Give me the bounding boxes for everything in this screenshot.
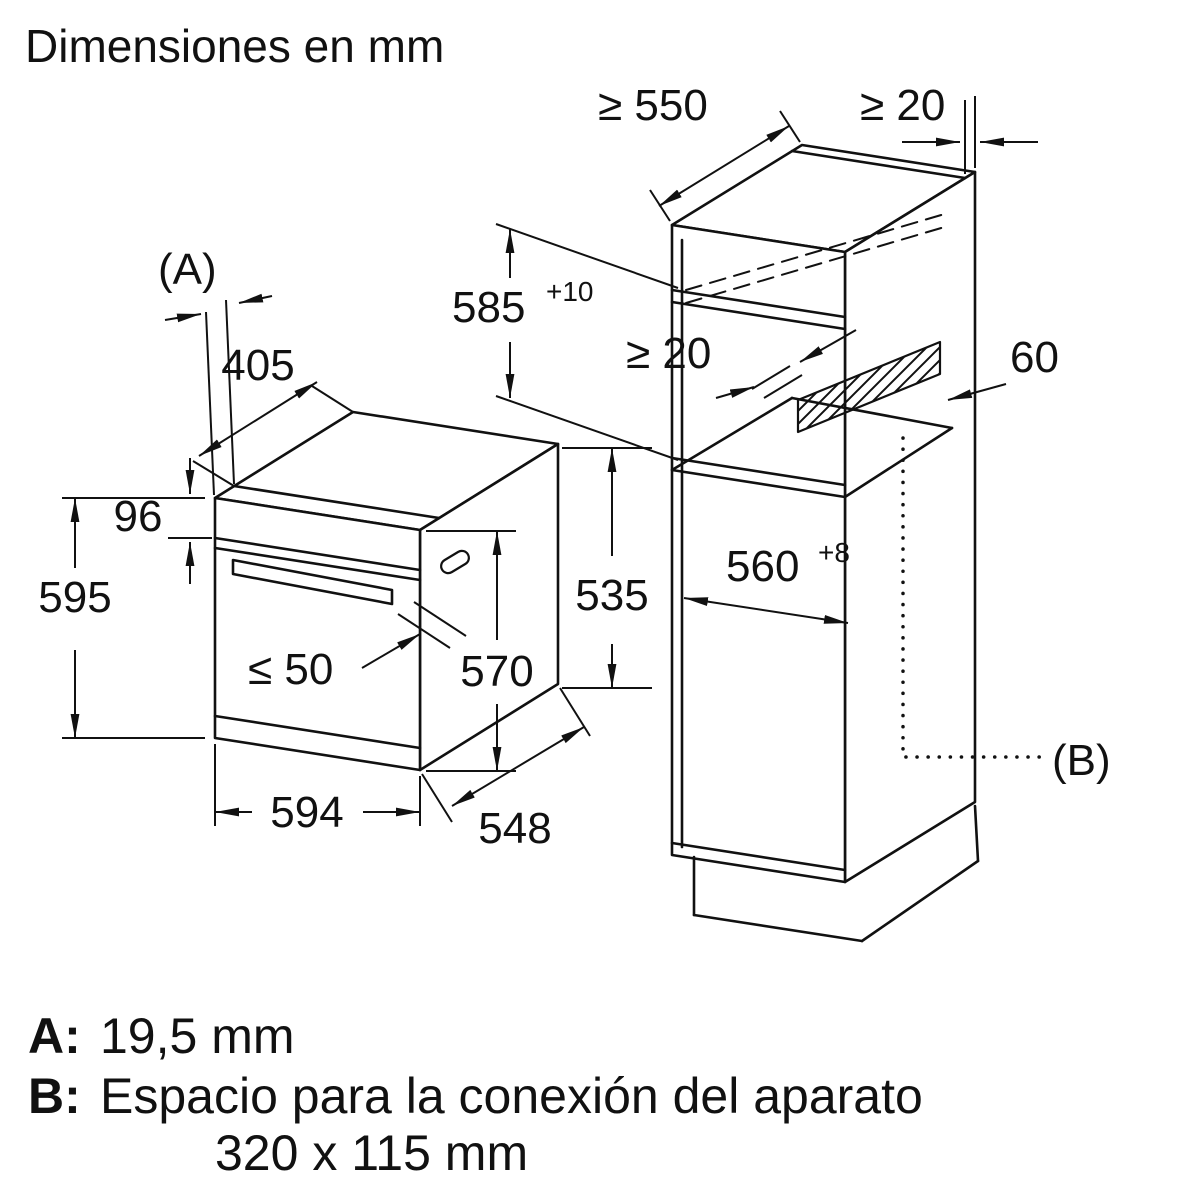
dim-door-height-label: 570: [460, 647, 533, 696]
hidden-channel-edge-1: [685, 212, 949, 291]
dim-oven-height-label: 595: [38, 573, 111, 622]
oven-dimensions: [62, 293, 652, 826]
marker-b-label: (B): [1052, 736, 1111, 785]
hidden-channel-edge-2: [685, 225, 949, 304]
oven-panel-line-2: [213, 546, 422, 582]
oven-door-bottom-line: [213, 714, 422, 750]
dim-niche-width: [683, 597, 849, 624]
dim-niche-width-label: 560: [726, 542, 799, 591]
legend-b-value-line2: 320 x 115 mm: [215, 1125, 528, 1181]
plinth-back-edge: [973, 804, 980, 863]
oven-frame-back-edge: [232, 484, 441, 520]
dim-oven-width: [214, 744, 421, 826]
dim-niche-height: [495, 223, 679, 461]
page-title: Dimensiones en mm: [25, 20, 444, 72]
niche-floor-right-edge: [843, 426, 954, 499]
dim-min-depth-label: ≥ 550: [598, 81, 708, 130]
dim-body-height-label: 535: [575, 571, 648, 620]
dim-niche-width-tolerance: +8: [818, 537, 850, 568]
dim-panel-height-label: 96: [114, 492, 163, 541]
plinth-bottom-edge: [692, 913, 864, 943]
dim-oven-height: [62, 497, 205, 739]
dim-oven-width-label: 594: [270, 788, 343, 837]
dim-rear-gap-mid: [715, 329, 857, 399]
dim-body-depth-label: 548: [478, 804, 551, 853]
dim-top-depth-label: 405: [221, 341, 294, 390]
cabinet-bottom-panel-edge: [670, 841, 847, 872]
dim-niche-height-label: 585: [452, 283, 525, 332]
cabinet-front-face: [670, 223, 847, 884]
cabinet-top-rear-gap-line: [790, 149, 967, 180]
dim-min-depth: [649, 110, 801, 222]
legend-a-key: A:: [28, 1008, 81, 1064]
cabinet-right-face: [843, 170, 977, 884]
dim-rear-gap-top: [902, 96, 1038, 174]
dim-body-depth: [421, 687, 591, 823]
cabinet-drawing: [670, 143, 1048, 943]
shelf-top-edge-1: [670, 288, 847, 319]
dim-vent-depth-label: 60: [1010, 333, 1059, 382]
dim-vent-depth: [947, 383, 1007, 401]
legend: A: 19,5 mm B: Espacio para la conexión d…: [28, 1008, 923, 1181]
legend-b-key: B:: [28, 1068, 81, 1124]
vent-recess-hatch: [796, 340, 942, 434]
shelf-top-edge-2: [670, 300, 847, 331]
dim-handle-gap-label: ≤ 50: [248, 645, 333, 694]
oven-drawing: [213, 410, 560, 772]
dim-body-height: [562, 447, 652, 689]
dim-top-depth: [192, 381, 354, 487]
niche-floor-left-edge: [670, 396, 794, 472]
oven-door-handle: [231, 558, 394, 606]
shelf-bottom-edge-2: [670, 468, 847, 499]
cabinet-dimensions: [495, 96, 1038, 624]
oven-panel-line-1: [213, 536, 422, 572]
dim-rear-gap-mid-label: ≥ 20: [626, 329, 711, 378]
legend-b-value: Espacio para la conexión del aparato: [100, 1068, 923, 1124]
plinth-side-bottom-edge: [860, 859, 980, 943]
legend-a-value: 19,5 mm: [100, 1008, 295, 1064]
dim-niche-height-tolerance: +10: [546, 276, 594, 307]
dim-handle-gap: [361, 601, 467, 669]
dim-frame-thickness: [164, 293, 273, 496]
oven-front-face: [213, 496, 422, 772]
oven-side-grip-hole: [440, 549, 470, 575]
marker-a-label: (A): [158, 245, 217, 294]
dim-panel-height: [168, 458, 212, 584]
shelf-bottom-edge-1: [670, 456, 847, 487]
dim-rear-gap-top-label: ≥ 20: [860, 81, 945, 130]
